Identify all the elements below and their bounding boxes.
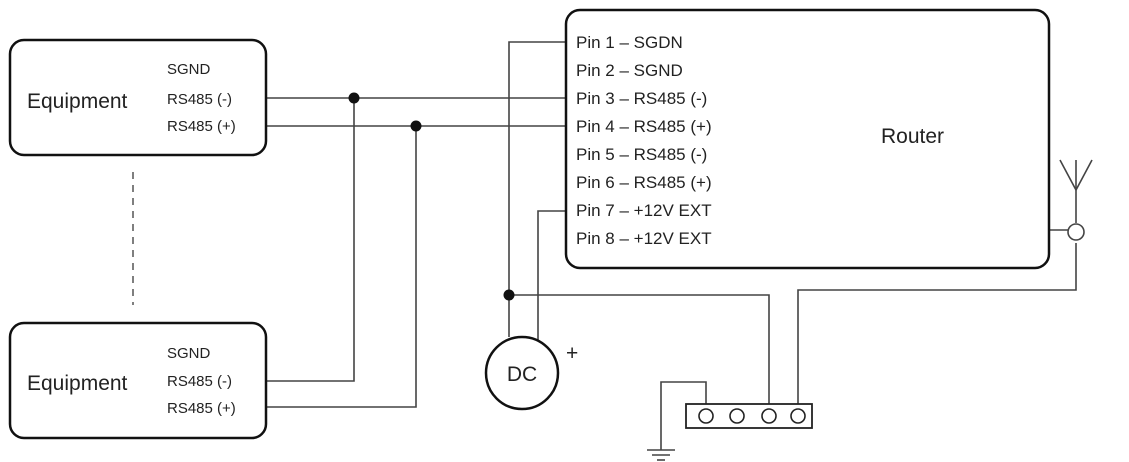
- equipment-bottom-terminal-sgnd: SGND: [167, 345, 211, 362]
- wire-ground-to-block: [509, 294, 770, 404]
- antenna-connector-icon: [1067, 223, 1085, 241]
- equipment-bottom-terminal-rs485-plus: RS485 (+): [167, 400, 236, 417]
- junction-rs485-plus: [410, 120, 422, 132]
- router-name: Router: [881, 125, 944, 148]
- equipment-top-terminal-rs485-plus: RS485 (+): [167, 118, 236, 135]
- dc-plus-sign: +: [566, 342, 578, 365]
- router-pin-7: Pin 7 – +12V EXT: [576, 201, 712, 220]
- junction-rs485-minus: [348, 92, 360, 104]
- wire-rs485-plus-drop: [266, 126, 417, 408]
- wire-pin7-to-dc: [537, 210, 566, 344]
- equipment-top-terminal-sgnd: SGND: [167, 61, 211, 78]
- router-pin-8: Pin 8 – +12V EXT: [576, 229, 712, 248]
- wire-coax-to-block: [797, 243, 1077, 404]
- dc-label: DC: [507, 363, 537, 386]
- terminal-block-icon: [685, 403, 813, 429]
- wire-rs485-minus-drop: [266, 98, 355, 382]
- equipment-bottom-box: Equipment SGND RS485 (-) RS485 (+): [8, 321, 268, 440]
- junction-ground: [503, 289, 515, 301]
- equipment-top-name: Equipment: [27, 90, 128, 113]
- equipment-top-terminal-rs485-minus: RS485 (-): [167, 91, 232, 108]
- wire-block-to-ground: [660, 381, 707, 450]
- equipment-bottom-terminal-rs485-minus: RS485 (-): [167, 373, 232, 390]
- router-pin-1: Pin 1 – SGDN: [576, 33, 683, 52]
- router-pin-4: Pin 4 – RS485 (+): [576, 117, 712, 136]
- router-pin-5: Pin 5 – RS485 (-): [576, 145, 707, 164]
- dc-power-source: DC +: [484, 335, 578, 411]
- router-box: Router Pin 1 – SGDN Pin 2 – SGND Pin 3 –…: [564, 8, 1051, 270]
- ground-icon: [647, 449, 675, 461]
- antenna-icon: [1059, 159, 1093, 191]
- router-pin-2: Pin 2 – SGND: [576, 61, 683, 80]
- wire-pin1-to-dc: [508, 41, 566, 337]
- equipment-bottom-name: Equipment: [27, 372, 128, 395]
- router-pin-6: Pin 6 – RS485 (+): [576, 173, 712, 192]
- wires: [266, 41, 1077, 450]
- router-pin-3: Pin 3 – RS485 (-): [576, 89, 707, 108]
- equipment-top-box: Equipment SGND RS485 (-) RS485 (+): [8, 38, 268, 157]
